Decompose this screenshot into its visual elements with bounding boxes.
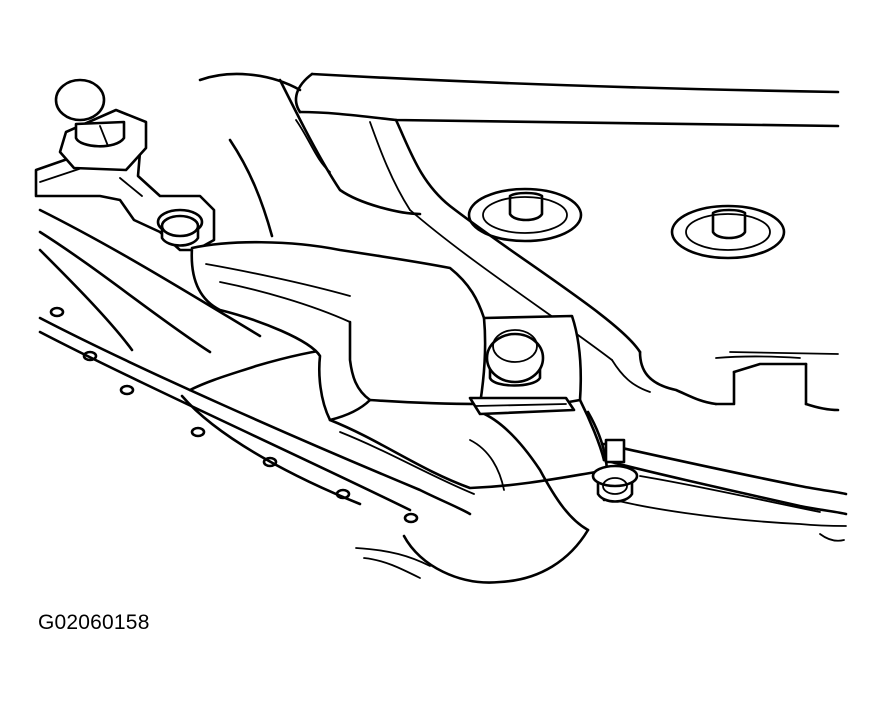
center-bolt	[485, 329, 545, 387]
figure-code-label: G02060158	[38, 611, 150, 634]
arm-bolt	[156, 208, 204, 247]
mount-bracket	[190, 240, 606, 495]
oil-pan-flange	[38, 306, 472, 524]
lower-bolt	[591, 438, 639, 503]
case-bolt-left	[467, 187, 583, 243]
transmission-case	[294, 72, 840, 412]
case-bolt-right	[670, 204, 786, 260]
top-bolt	[54, 78, 148, 172]
